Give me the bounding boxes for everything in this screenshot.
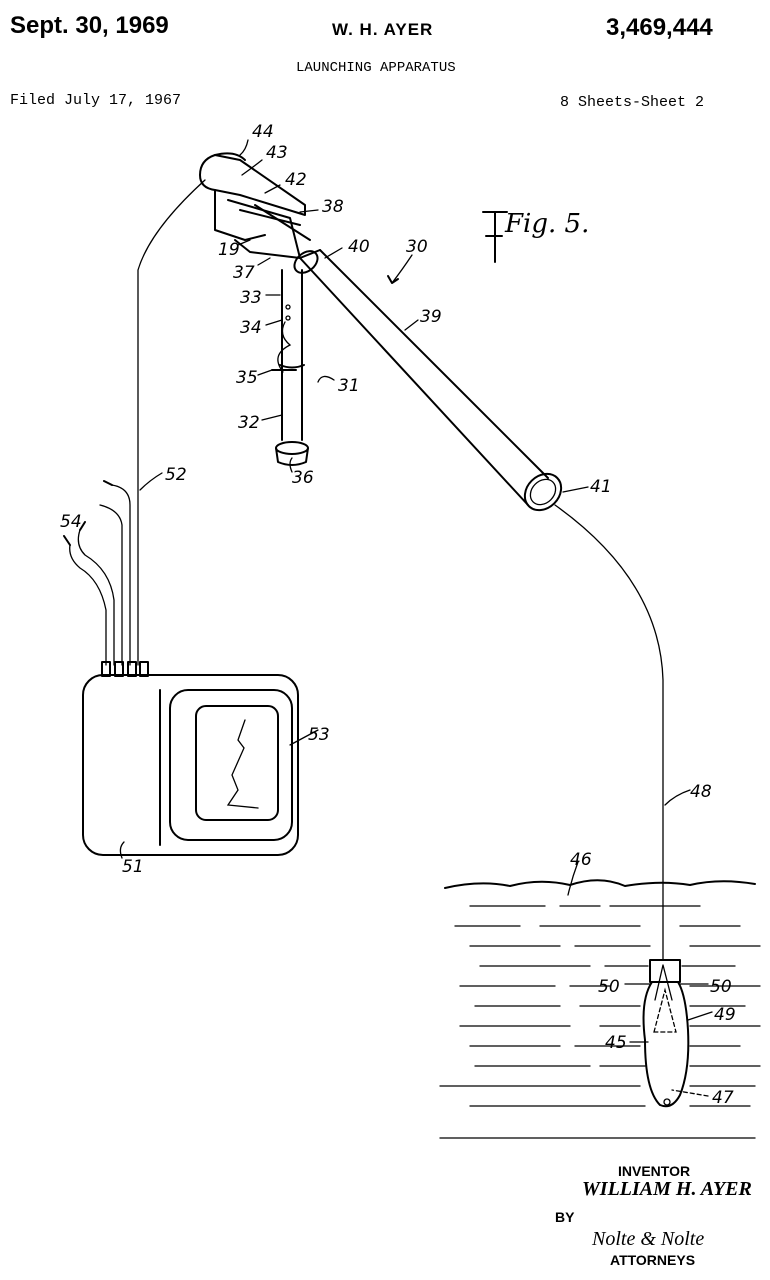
patent-number: 3,469,444 [606, 14, 713, 41]
ref-36: 36 [292, 468, 314, 488]
inventor-caption: INVENTOR [618, 1163, 691, 1179]
ref-38: 38 [322, 197, 344, 217]
by-label: BY [555, 1209, 575, 1225]
inventor-header: W. H. AYER [332, 20, 434, 39]
reference-numerals: 44 43 42 38 40 30 19 37 33 34 39 35 31 3… [60, 122, 736, 1108]
ref-33: 33 [240, 288, 262, 308]
ref-43: 43 [266, 143, 288, 163]
control-console [82, 661, 299, 856]
ref-50-right: 50 [710, 977, 732, 997]
sheet-count: 8 Sheets-Sheet 2 [560, 94, 705, 111]
ref-32: 32 [238, 413, 260, 433]
ref-51: 51 [122, 857, 144, 877]
attorneys-caption: ATTORNEYS [610, 1252, 696, 1268]
launch-tube [254, 204, 563, 512]
ref-31: 31 [338, 376, 360, 396]
figure-label-glyph [482, 211, 508, 263]
ref-47: 47 [712, 1088, 734, 1108]
attorney-signature: Nolte & Nolte [592, 1228, 705, 1250]
ref-42: 42 [285, 170, 307, 190]
ref-54: 54 [60, 512, 82, 532]
ref-46: 46 [570, 850, 592, 870]
filed-date: Filed July 17, 1967 [10, 92, 182, 109]
ref-41: 41 [590, 477, 612, 497]
ref-40: 40 [348, 237, 370, 257]
ref-39: 39 [420, 307, 442, 327]
water-body [439, 879, 761, 1139]
ref-52: 52 [165, 465, 187, 485]
inventor-signature: WILLIAM H. AYER [582, 1178, 752, 1200]
figure-label: Fig. 5. [504, 209, 589, 239]
leader-lines [119, 139, 713, 1097]
control-cable [137, 179, 206, 666]
submerged-vehicle [642, 959, 690, 1108]
tether-line [554, 504, 664, 961]
ref-49: 49 [714, 1005, 736, 1025]
ref-19: 19 [218, 240, 240, 260]
ref-45: 45 [605, 1033, 627, 1053]
cable-bundle [99, 484, 131, 666]
handle-assembly [271, 269, 309, 466]
ref-44: 44 [252, 122, 274, 142]
ref-34: 34 [240, 318, 262, 338]
ref-48: 48 [690, 782, 712, 802]
ref-30: 30 [406, 237, 428, 257]
launcher-head [199, 152, 306, 259]
cable-pair-54 [69, 529, 115, 666]
ref-50-left: 50 [598, 977, 620, 997]
ref-37: 37 [233, 263, 255, 283]
ref-53: 53 [308, 725, 330, 745]
patent-title: LAUNCHING APPARATUS [296, 60, 456, 76]
patent-date: Sept. 30, 1969 [10, 12, 169, 39]
ref-35: 35 [236, 368, 258, 388]
